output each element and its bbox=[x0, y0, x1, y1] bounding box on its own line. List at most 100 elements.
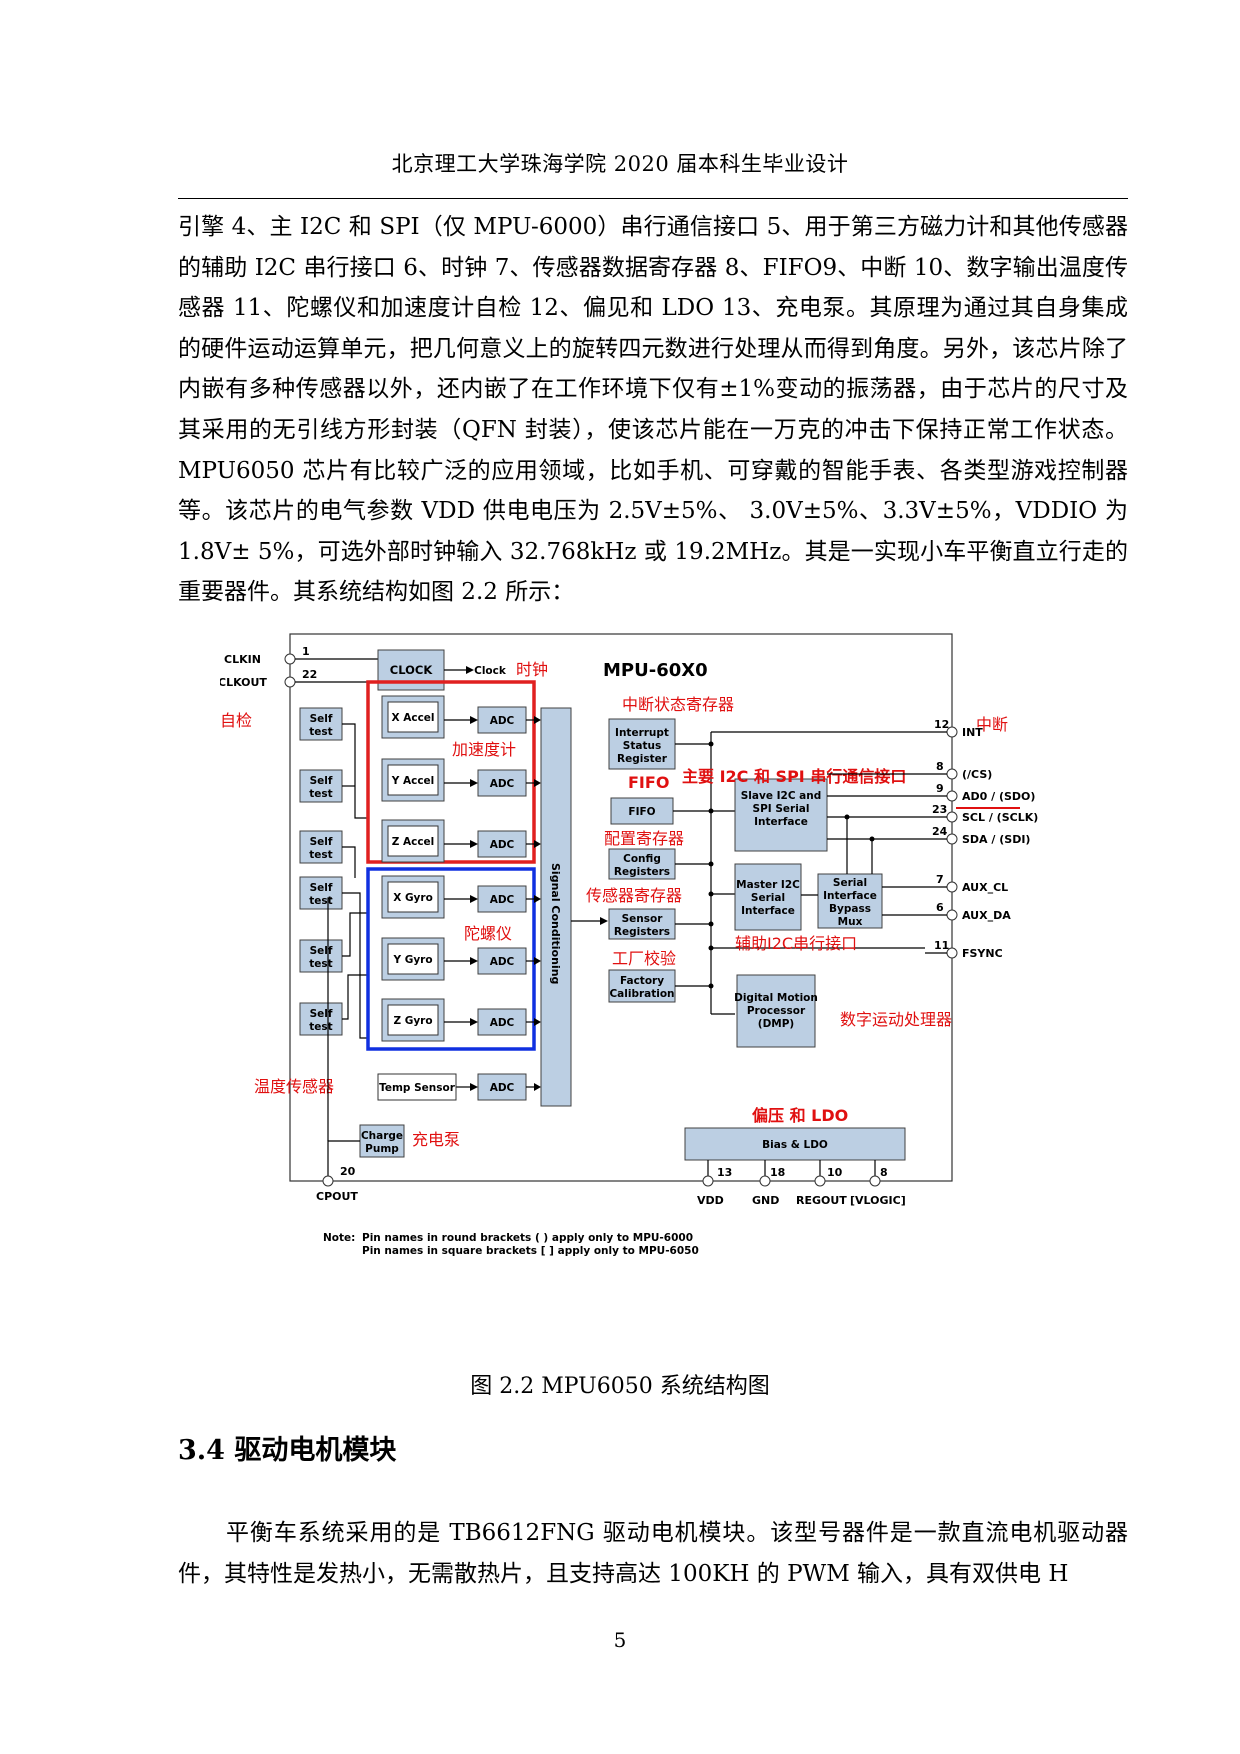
accel-annotation: 加速度计 bbox=[452, 740, 516, 759]
signal-conditioning-label: Signal Conditioning bbox=[549, 863, 562, 984]
svg-text:Bypass: Bypass bbox=[829, 903, 871, 915]
factory-annotation: 工厂校验 bbox=[612, 949, 676, 968]
sensor-to-adc-arrows bbox=[444, 716, 478, 1091]
svg-text:12: 12 bbox=[934, 718, 949, 731]
clock-annotation: 时钟 bbox=[516, 660, 548, 679]
svg-text:13: 13 bbox=[717, 1166, 732, 1179]
svg-text:SPI Serial: SPI Serial bbox=[753, 803, 810, 815]
svg-text:Processor: Processor bbox=[747, 1005, 806, 1017]
svg-text:(/CS): (/CS) bbox=[962, 768, 992, 781]
charge-pump-block bbox=[359, 1124, 405, 1158]
svg-text:Self: Self bbox=[310, 882, 333, 894]
svg-text:Status: Status bbox=[623, 740, 661, 752]
svg-text:ADC: ADC bbox=[490, 956, 515, 968]
svg-text:Registers: Registers bbox=[614, 866, 670, 878]
svg-text:10: 10 bbox=[827, 1166, 843, 1179]
svg-text:(DMP): (DMP) bbox=[758, 1018, 794, 1030]
page-header: 北京理工大学珠海学院 2020 届本科生毕业设计 bbox=[391, 152, 849, 176]
svg-text:Digital Motion: Digital Motion bbox=[734, 992, 818, 1004]
svg-text:Serial: Serial bbox=[751, 892, 785, 904]
svg-text:VDD: VDD bbox=[697, 1194, 724, 1207]
svg-text:18: 18 bbox=[770, 1166, 785, 1179]
clkin-pin bbox=[284, 653, 296, 665]
pump-annotation: 充电泵 bbox=[412, 1130, 460, 1149]
note-label: Note: bbox=[323, 1232, 355, 1244]
section-title: 3.4 驱动电机模块 bbox=[178, 1435, 397, 1466]
svg-text:GND: GND bbox=[752, 1194, 779, 1207]
clock-output-label: Clock bbox=[474, 665, 507, 677]
gyro-annotation: 陀螺仪 bbox=[464, 924, 512, 943]
svg-text:Registers: Registers bbox=[614, 926, 670, 938]
adc-to-signal-arrows bbox=[526, 716, 541, 1091]
svg-text:Slave I2C and: Slave I2C and bbox=[741, 790, 822, 802]
clkin-label: CLKIN bbox=[224, 653, 261, 666]
svg-text:Self: Self bbox=[310, 775, 333, 787]
clkout-num: 22 bbox=[302, 668, 317, 681]
body-paragraph-2: 平衡车系统采用的是 TB6612FNG 驱动电机模块。该型号器件是一款直流电机驱… bbox=[178, 1520, 1128, 1587]
svg-text:X Gyro: X Gyro bbox=[393, 892, 433, 904]
svg-text:9: 9 bbox=[936, 782, 944, 795]
svg-text:ADC: ADC bbox=[490, 1017, 515, 1029]
bias-ldo-block bbox=[684, 1127, 906, 1161]
clkin-num: 1 bbox=[302, 645, 310, 658]
self-test-annotation: 自检 bbox=[220, 711, 252, 730]
svg-text:test: test bbox=[309, 726, 332, 738]
svg-text:Factory: Factory bbox=[620, 975, 664, 987]
svg-text:Register: Register bbox=[617, 753, 668, 765]
slave-i2c-spi-block bbox=[734, 778, 828, 852]
svg-text:Mux: Mux bbox=[838, 916, 863, 928]
svg-text:Serial: Serial bbox=[833, 877, 867, 889]
svg-text:6: 6 bbox=[936, 901, 944, 914]
svg-text:8: 8 bbox=[880, 1166, 888, 1179]
svg-text:[VLOGIC]: [VLOGIC] bbox=[850, 1194, 906, 1207]
svg-text:FSYNC: FSYNC bbox=[962, 947, 1003, 960]
right-pin-names: INT (/CS) AD0 / (SDO) SCL / (SCLK) SDA /… bbox=[962, 726, 1038, 960]
temp-annotation: 温度传感器 bbox=[254, 1077, 334, 1096]
svg-text:11: 11 bbox=[934, 939, 949, 952]
svg-text:ADC: ADC bbox=[490, 715, 515, 727]
svg-text:INT: INT bbox=[962, 726, 983, 739]
svg-text:SDA / (SDI): SDA / (SDI) bbox=[962, 833, 1030, 846]
svg-text:7: 7 bbox=[936, 873, 944, 886]
sensor-annotation: 传感器寄存器 bbox=[586, 886, 682, 905]
mpu6050-block-diagram: MPU-60X0 CLKIN CLKOUT 1 22 CLOCK Clock 时… bbox=[220, 633, 1038, 1257]
body-paragraph-1: 引擎 4、主 I2C 和 SPI（仅 MPU-6000）串行通信接口 5、用于第… bbox=[178, 214, 1128, 606]
note-line-1: Pin names in round brackets ( ) apply on… bbox=[362, 1232, 693, 1244]
svg-text:AD0 / (SDO): AD0 / (SDO) bbox=[962, 790, 1035, 803]
svg-text:ADC: ADC bbox=[490, 1082, 515, 1094]
svg-text:AUX_DA: AUX_DA bbox=[962, 909, 1011, 922]
svg-text:Self: Self bbox=[310, 945, 333, 957]
svg-text:Interrupt: Interrupt bbox=[615, 727, 669, 739]
svg-text:FIFO: FIFO bbox=[628, 806, 655, 818]
svg-text:Self: Self bbox=[310, 713, 333, 725]
int-annotation: 中断 bbox=[976, 715, 1008, 734]
clkout-label: CLKOUT bbox=[220, 676, 267, 689]
svg-text:test: test bbox=[309, 895, 332, 907]
svg-text:Y Accel: Y Accel bbox=[391, 775, 435, 787]
interrupt-annotation: 中断状态寄存器 bbox=[622, 695, 734, 714]
svg-text:X Accel: X Accel bbox=[391, 712, 434, 724]
aux-i2c-annotation: 辅助I2C串行接口 bbox=[735, 934, 857, 953]
svg-text:Charge: Charge bbox=[361, 1130, 403, 1142]
svg-text:test: test bbox=[309, 958, 332, 970]
svg-text:Config: Config bbox=[623, 853, 661, 865]
svg-text:Sensor: Sensor bbox=[622, 913, 664, 925]
chip-title: MPU-60X0 bbox=[603, 660, 708, 681]
note-line-2: Pin names in square brackets [ ] apply o… bbox=[362, 1245, 699, 1257]
gyro-sensors: X Gyro Y Gyro Z Gyro bbox=[381, 875, 445, 1042]
svg-text:ADC: ADC bbox=[490, 778, 515, 790]
bottom-pin-circles bbox=[702, 1175, 881, 1187]
svg-text:Z Gyro: Z Gyro bbox=[393, 1015, 432, 1027]
svg-text:Interface: Interface bbox=[823, 890, 877, 902]
right-pin-numbers: 12 8 9 23 24 7 6 11 bbox=[932, 718, 949, 952]
config-annotation: 配置寄存器 bbox=[604, 829, 684, 848]
svg-text:test: test bbox=[309, 1021, 332, 1033]
svg-text:SCL / (SCLK): SCL / (SCLK) bbox=[962, 811, 1038, 824]
bias-ldo-label: Bias & LDO bbox=[762, 1139, 828, 1151]
clock-block-label: CLOCK bbox=[390, 663, 434, 677]
svg-text:test: test bbox=[309, 788, 332, 800]
cpout-pin bbox=[322, 1175, 334, 1187]
clkout-pin bbox=[284, 676, 296, 688]
svg-text:REGOUT: REGOUT bbox=[796, 1194, 847, 1207]
